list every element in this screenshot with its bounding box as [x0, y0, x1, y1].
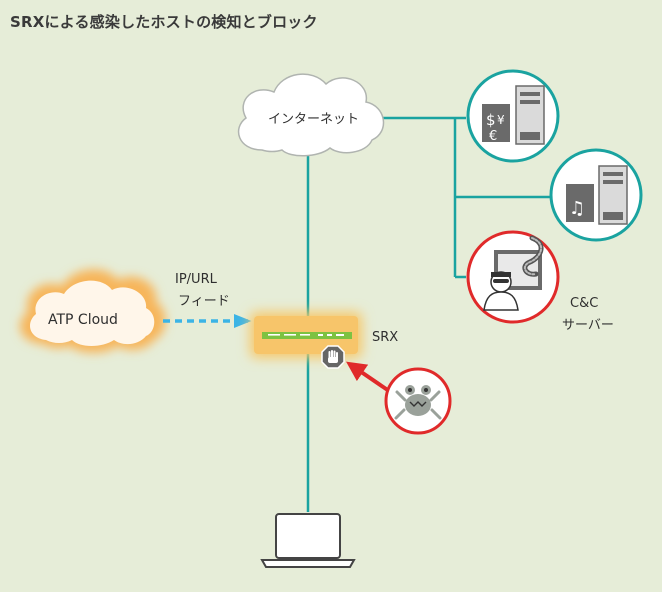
- feed-label-line1: IP/URL: [175, 272, 217, 287]
- hacker-server-icon: [466, 230, 560, 324]
- svg-text:€: €: [489, 129, 497, 144]
- music-server-icon: ♫: [549, 148, 643, 242]
- cc-label-line1: C&C: [570, 296, 599, 311]
- block-hand-icon: [321, 345, 345, 369]
- svg-text:¥: ¥: [497, 113, 505, 127]
- internet-label: インターネット: [268, 112, 360, 127]
- srx-label: SRX: [372, 330, 399, 345]
- currency-server-icon: $ ¥ €: [466, 69, 560, 163]
- cc-label-line2: サーバー: [562, 318, 614, 333]
- laptop-icon: [260, 513, 356, 568]
- attack-arrow: [346, 361, 394, 395]
- malware-frog-icon: [384, 367, 452, 435]
- cloud-icon: [237, 73, 385, 157]
- svg-text:♫: ♫: [569, 198, 585, 219]
- atp-cloud-label: ATP Cloud: [48, 312, 118, 328]
- atp-cloud-icon: [19, 269, 166, 353]
- srx-device: [250, 312, 362, 358]
- svg-text:$: $: [486, 111, 496, 129]
- page-title: SRXによる感染したホストの検知とブロック: [10, 13, 318, 31]
- feed-label-line2: フィード: [178, 294, 230, 309]
